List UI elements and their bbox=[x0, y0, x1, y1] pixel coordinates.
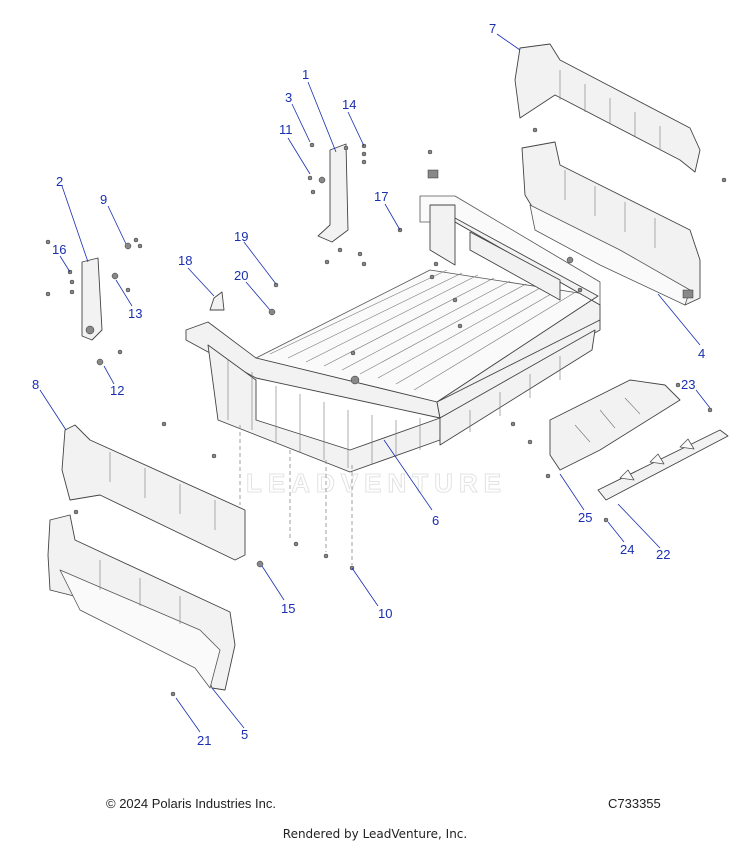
callout-18: 18 bbox=[178, 253, 192, 268]
callout-12: 12 bbox=[110, 383, 124, 398]
callout-19: 19 bbox=[234, 229, 248, 244]
callout-1: 1 bbox=[302, 67, 309, 82]
rendered-by-text: Rendered by LeadVenture, Inc. bbox=[282, 827, 468, 841]
callout-17: 17 bbox=[374, 189, 388, 204]
cargo-box-part bbox=[185, 195, 601, 473]
callout-16: 16 bbox=[52, 242, 66, 257]
callout-25: 25 bbox=[578, 510, 592, 525]
callout-15: 15 bbox=[281, 601, 295, 616]
rear-lower-panel-part bbox=[521, 141, 701, 306]
bracket-22-part bbox=[597, 429, 729, 501]
callout-2: 2 bbox=[56, 174, 63, 189]
bracket-2-part bbox=[81, 257, 103, 341]
bracket-25-part bbox=[549, 379, 681, 471]
callout-23: 23 bbox=[681, 377, 695, 392]
callout-11: 11 bbox=[279, 122, 293, 137]
bracket-1-part bbox=[307, 143, 349, 243]
leader-lines bbox=[39, 33, 711, 733]
rear-upper-panel-part bbox=[514, 43, 701, 173]
callout-8: 8 bbox=[32, 377, 39, 392]
front-lower-panel-part bbox=[47, 514, 236, 691]
watermark-text: LEADVENTURE bbox=[246, 468, 507, 498]
callout-20: 20 bbox=[234, 268, 248, 283]
callout-6: 6 bbox=[432, 513, 439, 528]
callout-10: 10 bbox=[378, 606, 392, 621]
front-upper-panel-part bbox=[61, 424, 246, 561]
callout-5: 5 bbox=[241, 727, 248, 742]
loose-hardware bbox=[45, 127, 727, 697]
callout-14: 14 bbox=[342, 97, 356, 112]
callout-7: 7 bbox=[489, 21, 496, 36]
callout-22: 22 bbox=[656, 547, 670, 562]
callout-13: 13 bbox=[128, 306, 142, 321]
callout-21: 21 bbox=[197, 733, 211, 748]
callout-24: 24 bbox=[620, 542, 634, 557]
copyright-text: © 2024 Polaris Industries Inc. bbox=[106, 796, 276, 811]
callout-4: 4 bbox=[698, 346, 705, 361]
callout-labels: 1 2 3 4 5 6 7 8 9 10 11 12 13 14 15 16 1… bbox=[32, 21, 705, 748]
drawing-code: C733355 bbox=[608, 796, 661, 811]
callout-9: 9 bbox=[100, 192, 107, 207]
callout-3: 3 bbox=[285, 90, 292, 105]
